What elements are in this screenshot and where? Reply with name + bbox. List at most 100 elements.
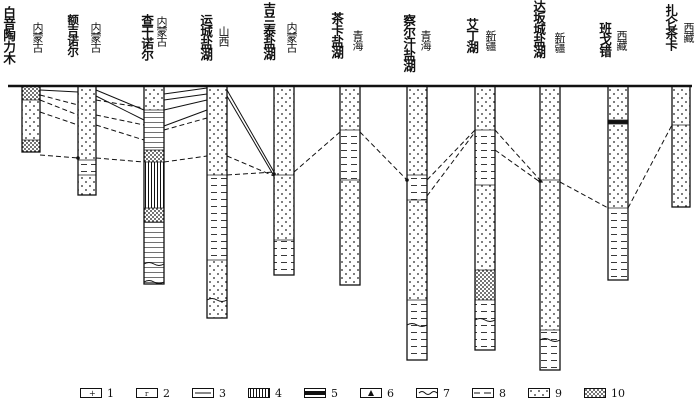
column-7-layer-2 bbox=[407, 175, 427, 200]
correlation-line-29 bbox=[39, 94, 79, 106]
correlation-line-1 bbox=[39, 89, 79, 93]
correlation-node-1 bbox=[76, 156, 80, 160]
column-7-outline bbox=[406, 85, 428, 361]
break-mark-6 bbox=[539, 338, 561, 342]
legend-label-6: 6 bbox=[387, 386, 394, 400]
correlation-line-8 bbox=[226, 89, 275, 173]
column-8-outline bbox=[474, 85, 496, 351]
province-label-6: 青海 bbox=[351, 30, 364, 50]
correlation-line-9 bbox=[226, 95, 275, 177]
break-mark-4 bbox=[406, 323, 428, 327]
svg-text:+: + bbox=[89, 389, 96, 397]
column-3-outline bbox=[143, 85, 165, 285]
site-label-8: 艾丁湖 bbox=[464, 18, 480, 53]
column-6-layer-2 bbox=[340, 130, 360, 180]
legend-swatch-dense-dots-icon bbox=[584, 388, 606, 398]
correlation-line-13 bbox=[39, 111, 79, 126]
column-8-layer-2 bbox=[475, 130, 495, 185]
site-label-9: 达坂城盐湖 bbox=[531, 0, 547, 58]
province-label-9: 新疆 bbox=[553, 32, 566, 52]
column-1-outline bbox=[21, 85, 41, 153]
province-label-2: 内蒙古 bbox=[89, 22, 102, 52]
correlation-line-21 bbox=[359, 131, 408, 181]
legend-item-10: 10 bbox=[584, 387, 625, 400]
province-label-5: 内蒙古 bbox=[285, 22, 298, 52]
legend-swatch-solid-bar-icon bbox=[304, 388, 326, 398]
column-8-layer-4 bbox=[475, 270, 495, 300]
correlation-line-5 bbox=[163, 93, 208, 101]
column-6-layer-3 bbox=[340, 180, 360, 285]
legend-label-1: 1 bbox=[107, 386, 114, 400]
legend-label-3: 3 bbox=[219, 386, 226, 400]
site-label-5: 吉兰泰盐湖 bbox=[261, 2, 277, 60]
column-11-layer-2 bbox=[672, 125, 690, 207]
correlation-line-7 bbox=[163, 109, 208, 127]
column-10-outline bbox=[607, 85, 629, 281]
column-9-layer-1 bbox=[540, 86, 560, 180]
site-label-3: 查干诺尔 bbox=[139, 14, 155, 60]
legend-swatch-dot-cross-icon: + bbox=[80, 388, 102, 398]
correlation-line-18 bbox=[226, 155, 275, 177]
column-2-layer-2 bbox=[78, 160, 96, 175]
legend-item-3: 3 bbox=[192, 387, 226, 400]
correlation-line-24 bbox=[494, 129, 541, 181]
legend-label-9: 9 bbox=[555, 386, 562, 400]
legend-label-7: 7 bbox=[443, 386, 450, 400]
column-11-layer-1 bbox=[672, 86, 690, 125]
legend-item-6: 6 bbox=[360, 387, 394, 400]
site-label-11: 扎仑茶卡 bbox=[663, 4, 679, 50]
correlation-line-14 bbox=[95, 124, 145, 141]
legend-label-2: 2 bbox=[163, 386, 170, 400]
column-4-layer-3 bbox=[207, 260, 227, 318]
column-6-outline bbox=[339, 85, 361, 286]
legend-item-2: r 2 bbox=[136, 387, 170, 400]
column-8-layer-3 bbox=[475, 185, 495, 270]
legend-swatch-dot-small-icon: r bbox=[136, 388, 158, 398]
column-3-layer-3 bbox=[144, 150, 164, 162]
legend-swatch-vertical-lines-icon bbox=[248, 388, 270, 398]
legend-label-4: 4 bbox=[275, 386, 282, 400]
column-10-layer-2 bbox=[608, 120, 628, 124]
break-mark-5 bbox=[474, 318, 496, 322]
column-10-layer-1 bbox=[608, 86, 628, 120]
correlation-line-22 bbox=[426, 129, 476, 181]
column-5-outline bbox=[273, 85, 295, 276]
column-7-layer-3 bbox=[407, 200, 427, 300]
column-2-outline bbox=[77, 85, 97, 196]
column-4-layer-1 bbox=[207, 86, 227, 175]
legend-item-8: 8 bbox=[472, 387, 506, 400]
correlation-line-6 bbox=[163, 99, 208, 111]
svg-text:r: r bbox=[145, 390, 149, 397]
column-9-outline bbox=[539, 85, 561, 371]
correlation-node-3 bbox=[405, 178, 409, 182]
column-10-layer-3 bbox=[608, 124, 628, 208]
province-label-7: 青海 bbox=[419, 30, 432, 50]
correlation-line-17 bbox=[163, 155, 208, 163]
column-1-layer-2 bbox=[22, 100, 40, 140]
column-8-layer-5 bbox=[475, 300, 495, 350]
column-2-layer-3 bbox=[78, 175, 96, 195]
column-3-layer-4 bbox=[144, 162, 164, 208]
break-mark-3 bbox=[206, 298, 228, 302]
correlation-line-20 bbox=[293, 131, 341, 173]
correlation-line-25 bbox=[494, 149, 541, 183]
correlation-line-16 bbox=[95, 157, 145, 163]
legend-label-5: 5 bbox=[331, 386, 338, 400]
column-10-layer-4 bbox=[608, 208, 628, 280]
legend-swatch-wave-icon bbox=[416, 388, 438, 398]
correlation-node-2 bbox=[272, 172, 276, 176]
break-mark-1 bbox=[143, 262, 165, 266]
column-5-layer-1 bbox=[274, 86, 294, 175]
site-label-2: 额吉诺尔 bbox=[66, 14, 81, 56]
province-label-4: 山西 bbox=[217, 26, 230, 46]
correlation-line-26 bbox=[559, 181, 609, 209]
correlation-line-10 bbox=[39, 99, 79, 116]
column-8-layer-1 bbox=[475, 86, 495, 130]
column-breaks bbox=[143, 262, 561, 342]
column-2-layer-1 bbox=[78, 86, 96, 160]
column-3-layer-1 bbox=[144, 86, 164, 110]
columns-group bbox=[21, 85, 691, 371]
legend-label-8: 8 bbox=[499, 386, 506, 400]
correlation-line-3 bbox=[163, 87, 208, 95]
province-label-1: 内蒙古 bbox=[31, 22, 44, 52]
